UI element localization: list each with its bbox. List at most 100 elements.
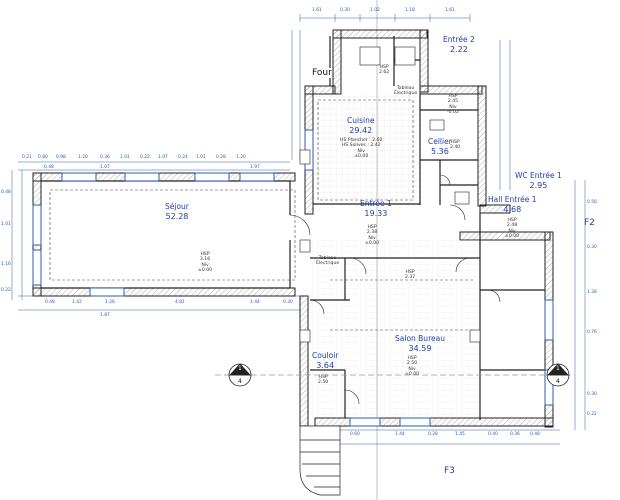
dim-bottom-4: 0.40 — [488, 432, 498, 437]
detail-line: Niv — [408, 366, 416, 372]
room-name: Cuisine — [347, 116, 375, 125]
tableau-electrique: Tableau Électrique — [316, 256, 339, 267]
room-area: 29.42 — [349, 125, 373, 135]
room-area: 5.36 — [431, 146, 449, 156]
cuisine-details: HS Plancher : 2.60 HS Solives : 2.42 Niv… — [340, 138, 382, 159]
dim-bottom-5: 0.36 — [510, 432, 520, 437]
room-name: Séjour — [165, 202, 189, 211]
detail-line: Niv — [357, 148, 365, 154]
dim-left-2: 1.16 — [1, 262, 11, 267]
room-wc-entree1: WC Entrée 1 2.95 — [515, 171, 562, 190]
dim-sejour-bottom-1: 1.42 — [72, 300, 82, 305]
detail-line: ±0.00 — [354, 153, 369, 159]
dimension-lines — [11, 14, 586, 445]
room-area: 2.95 — [529, 180, 548, 190]
dim-bottom-1: 1.44 — [395, 432, 405, 437]
tableau-electrique-top: Tableau Électrique — [394, 86, 417, 97]
detail-line: Tableau — [318, 256, 337, 261]
detail-line: HSP — [450, 140, 460, 145]
room-name: Cellier — [428, 137, 452, 146]
detail-line: 2.50 — [406, 361, 418, 367]
detail-line: HSP — [200, 252, 210, 257]
detail-line: Niv — [508, 228, 516, 234]
room-area: 2.22 — [449, 44, 468, 54]
detail-line: 2.37 — [405, 275, 416, 281]
room-entree1: Entrée 1 19.33 — [360, 199, 392, 218]
facade-f3-label: F3 — [444, 466, 455, 476]
room-name: Entrée 2 — [443, 35, 475, 44]
dim-sejour-top-9: 1.01 — [196, 155, 206, 160]
detail-line: ±0.00 — [505, 233, 520, 239]
detail-line: HSP — [448, 94, 458, 99]
hsp-237-details: HSP 2.37 — [405, 270, 415, 281]
sejour-details: HSP 3.16 Niv ±0.00 — [198, 252, 212, 273]
dim-bottom-6: 0.48 — [530, 432, 540, 437]
room-name: Couloir — [312, 351, 339, 360]
room-cellier: Cellier 5.36 — [428, 137, 452, 156]
four-label: Four — [312, 68, 332, 78]
dim-sejour-top-2: 0.98 — [56, 155, 66, 160]
dim-right-5: 0.22 — [587, 412, 597, 417]
room-couloir: Couloir 3.64 — [312, 351, 339, 370]
dim-left-3: 0.22 — [1, 288, 11, 293]
room-area: 52.28 — [165, 211, 189, 221]
detail-line: Électrique — [316, 261, 340, 267]
detail-line: HSP — [379, 65, 389, 70]
room-name: Entrée 1 — [360, 199, 392, 208]
detail-line: 2.62 — [379, 70, 390, 76]
dim-sejour-top-7: 1.07 — [158, 155, 168, 160]
dim-sejour-top2-2: 1.97 — [250, 165, 260, 170]
dim-top-0: 1.61 — [312, 8, 322, 13]
room-hall-entree1: Hall Entrée 1 4.68 — [488, 195, 537, 214]
detail-line: HSP — [405, 270, 415, 275]
room-sejour: Séjour 52.28 — [165, 202, 189, 221]
detail-line: HSP — [507, 218, 517, 223]
detail-line: HS Plancher : 2.60 — [340, 138, 383, 143]
detail-line: 2.40 — [450, 145, 461, 151]
dim-right-1: 0.30 — [587, 245, 597, 250]
section-marker-right-top: 1 — [556, 365, 560, 372]
dim-top-2: 1.02 — [370, 8, 380, 13]
exterior-stair — [299, 425, 341, 496]
dim-right-4: 0.30 — [587, 392, 597, 397]
dim-bottom-2: 0.28 — [428, 432, 438, 437]
dim-sejour-top-0: 0.21 — [22, 155, 32, 160]
entree2-details: HSP 2.45 Niv -0.02 — [447, 94, 459, 115]
detail-line: Électrique — [394, 91, 418, 97]
dim-sejour-top2-1: 1.07 — [100, 165, 110, 170]
dim-right-3: 0.76 — [587, 330, 597, 335]
dim-sejour-bottom-0: 0.48 — [45, 300, 55, 305]
room-area: 4.68 — [503, 204, 522, 214]
detail-line: HSP — [367, 225, 377, 230]
detail-line: Niv — [368, 235, 376, 241]
dim-sejour-top-6: 0.22 — [140, 155, 150, 160]
entree1-details: HSP 2.38 Niv ±0.00 — [365, 225, 379, 246]
salon-bureau-details: HSP 2.50 Niv ±0.00 — [405, 356, 419, 377]
dim-right-2: 1.38 — [587, 290, 597, 295]
dim-top-4: 1.61 — [445, 8, 455, 13]
detail-line: 2.38 — [366, 230, 378, 236]
dashed-lines — [49, 99, 475, 331]
room-area: 19.33 — [364, 208, 388, 218]
dim-right-0: 0.56 — [587, 200, 597, 205]
dim-sejour-bottom-3: 4.81 — [175, 300, 185, 305]
section-marker-right-bottom: 4 — [556, 378, 560, 385]
detail-line: ±0.00 — [405, 371, 420, 377]
dim-top-1: 0.30 — [340, 8, 350, 13]
detail-line: 2.50 — [318, 380, 329, 386]
detail-line: HSP — [407, 356, 417, 361]
dim-sejour-bottom2-0: 1.87 — [100, 313, 110, 318]
room-name: Salon Bureau — [395, 334, 445, 343]
dim-sejour-top2-0: 0.48 — [44, 165, 54, 170]
cellier-details: HSP 2.40 — [450, 140, 460, 151]
section-markers — [215, 363, 570, 387]
walls-hatched — [32, 29, 554, 428]
couloir-details: HSP 2.50 — [318, 375, 328, 386]
detail-line: Tableau — [396, 86, 415, 91]
detail-line: Niv — [449, 104, 457, 110]
dim-top-3: 1.18 — [405, 8, 415, 13]
dim-sejour-bottom-5: 0.30 — [283, 300, 293, 305]
section-marker-left-top: 1 — [238, 365, 242, 372]
dim-sejour-top-5: 1.01 — [120, 155, 130, 160]
